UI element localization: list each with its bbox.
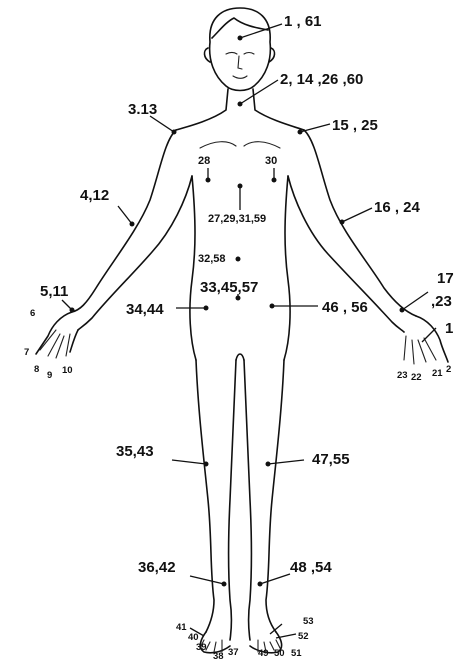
label-9: 9 — [47, 370, 52, 381]
label-32-58: 32,58 — [198, 253, 226, 265]
label-7: 7 — [24, 347, 29, 358]
label-47-55: 47,55 — [312, 451, 350, 468]
label-5-11: 5,11 — [40, 283, 68, 300]
label-35-43: 35,43 — [116, 443, 154, 460]
label-1-partial: 1 — [445, 320, 453, 337]
label-23: ,23 — [431, 293, 452, 310]
label-21: 21 — [432, 368, 443, 379]
label-36-42: 36,42 — [138, 559, 176, 576]
label-48-54: 48 ,54 — [290, 559, 332, 576]
body-outline — [36, 89, 448, 653]
label-23-hand: 23 — [397, 370, 408, 381]
leader-lines — [62, 24, 436, 638]
point-labels: 1 , 61 2, 14 ,26 ,60 3.13 15 , 25 28 30 … — [24, 13, 454, 659]
label-53: 53 — [303, 616, 314, 627]
label-50: 50 — [274, 648, 285, 659]
label-15-25: 15 , 25 — [332, 117, 378, 134]
label-46-56: 46 , 56 — [322, 299, 368, 316]
label-28: 28 — [198, 155, 210, 167]
label-39: 39 — [196, 642, 207, 653]
label-8: 8 — [34, 364, 39, 375]
label-2-partial: 2 — [446, 364, 451, 375]
label-16-24: 16 , 24 — [374, 199, 421, 216]
label-33-45-57: 33,45,57 — [200, 279, 258, 296]
label-52: 52 — [298, 631, 309, 642]
label-1-61: 1 , 61 — [284, 13, 322, 30]
label-34-44: 34,44 — [126, 301, 164, 318]
label-49: 49 — [258, 648, 269, 659]
label-6: 6 — [30, 308, 35, 319]
label-3-13: 3.13 — [128, 101, 157, 118]
label-22: 22 — [411, 372, 422, 383]
label-2-14-26-60: 2, 14 ,26 ,60 — [280, 71, 363, 88]
label-27-29-31-59: 27,29,31,59 — [208, 213, 266, 225]
label-37: 37 — [228, 647, 239, 658]
label-51: 51 — [291, 648, 302, 659]
label-10: 10 — [62, 365, 73, 376]
label-17: 17 — [437, 270, 454, 287]
label-4-12: 4,12 — [80, 187, 109, 204]
label-30: 30 — [265, 155, 277, 167]
label-41: 41 — [176, 622, 187, 633]
head — [204, 8, 274, 91]
label-38: 38 — [213, 651, 224, 659]
